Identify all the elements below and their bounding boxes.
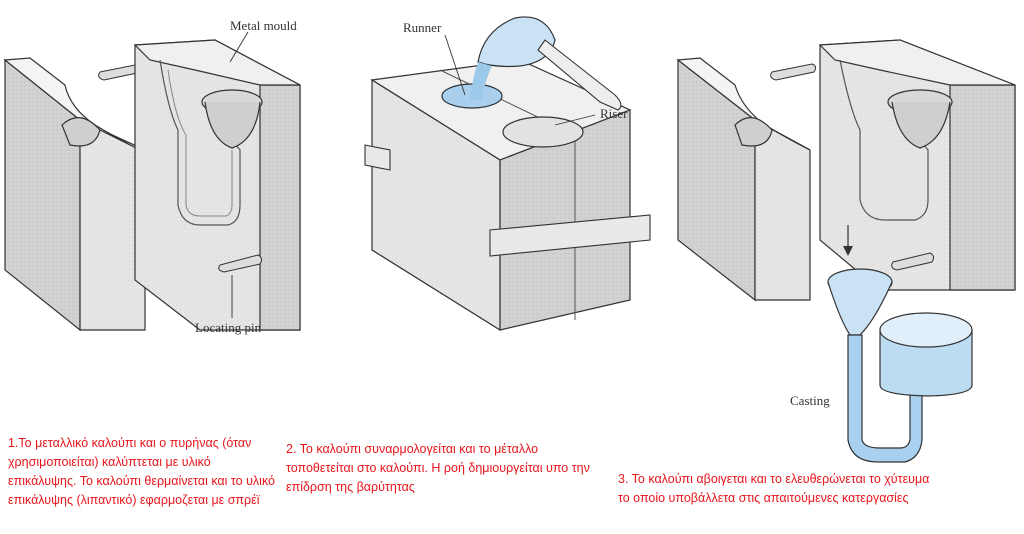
right-mould-half — [133, 39, 301, 331]
caption-step2: 2. Το καλούπι συναρμολογείται και το μέτ… — [286, 442, 590, 494]
locating-pin-open-top — [770, 63, 817, 81]
ejected-casting — [827, 268, 973, 463]
locating-pin-open-bottom — [891, 252, 935, 271]
label-locating-pin: Locating pin — [195, 320, 262, 335]
step2-assembled-mould: Runner Riser — [364, 16, 651, 332]
caption-step3: 3. Το καλούπι αβοιγεται και το ελευθερών… — [618, 472, 930, 505]
left-mould-half — [3, 57, 146, 332]
locating-pin-right-bottom — [218, 254, 263, 273]
label-metal-mould: Metal mould — [230, 18, 297, 33]
clamp-band — [364, 144, 651, 257]
caption-step1: 1.Το μεταλλικό καλούπι και ο πυρήνας (ότ… — [8, 436, 275, 507]
label-riser: Riser — [600, 106, 628, 121]
label-runner: Runner — [403, 20, 442, 35]
ladle-pouring — [470, 16, 622, 111]
right-mould-half-open — [818, 39, 1016, 291]
down-arrow-icon — [843, 225, 853, 256]
step3-opened-mould: Casting — [676, 39, 1016, 463]
left-mould-half-open — [676, 57, 811, 302]
step1-open-mould: Metal mould Locating pin — [3, 18, 301, 335]
label-casting: Casting — [790, 393, 830, 408]
closed-mould-block — [370, 59, 632, 332]
